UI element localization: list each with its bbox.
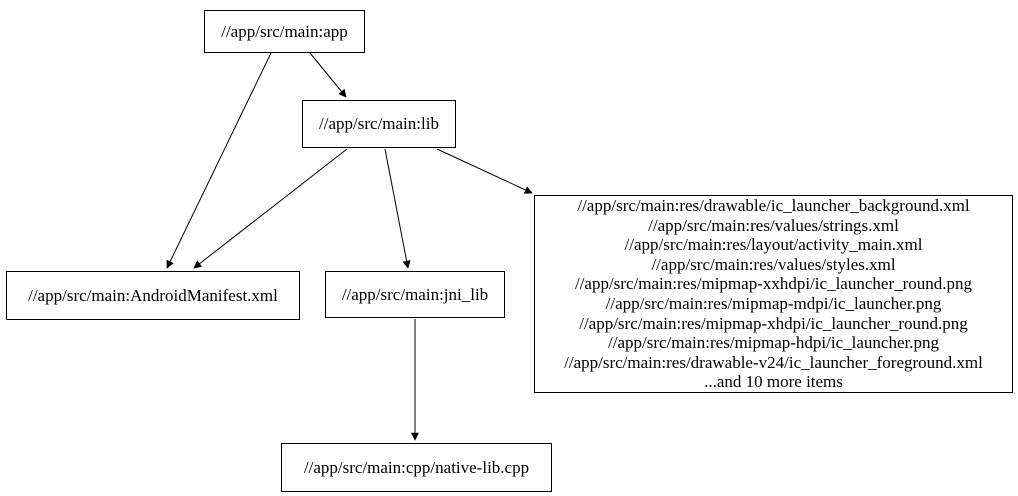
- node-lib: //app/src/main:lib: [302, 100, 456, 148]
- node-app: //app/src/main:app: [204, 10, 365, 53]
- edge-lib-to-manifest: [193, 148, 348, 269]
- resource-item: //app/src/main:res/values/styles.xml: [651, 254, 896, 274]
- resource-item: //app/src/main:res/mipmap-xxhdpi/ic_laun…: [574, 274, 973, 294]
- edge-app-to-manifest: [166, 52, 272, 269]
- node-resources: //app/src/main:res/drawable/ic_launcher_…: [534, 195, 1013, 393]
- resource-more-items: ...and 10 more items: [704, 372, 843, 392]
- node-android-manifest-label: //app/src/main:AndroidManifest.xml: [28, 285, 278, 305]
- resource-item: //app/src/main:res/drawable-v24/ic_launc…: [564, 352, 983, 372]
- node-android-manifest: //app/src/main:AndroidManifest.xml: [6, 271, 300, 320]
- node-app-label: //app/src/main:app: [221, 21, 348, 41]
- node-native-lib-label: //app/src/main:cpp/native-lib.cpp: [303, 457, 530, 477]
- node-lib-label: //app/src/main:lib: [319, 114, 439, 133]
- resource-item: //app/src/main:res/drawable/ic_launcher_…: [577, 196, 970, 216]
- node-native-lib: //app/src/main:cpp/native-lib.cpp: [281, 443, 552, 492]
- node-jni-lib-label: //app/src/main:jni_lib: [341, 284, 489, 304]
- resource-item: //app/src/main:res/mipmap-mdpi/ic_launch…: [605, 294, 942, 313]
- edge-app-to-lib: [309, 52, 347, 98]
- edge-lib-to-resources: [436, 148, 533, 194]
- resource-item: //app/src/main:res/mipmap-hdpi/ic_launch…: [608, 333, 939, 353]
- resource-item: //app/src/main:res/values/strings.xml: [648, 215, 899, 235]
- resource-item: //app/src/main:res/mipmap-xhdpi/ic_launc…: [579, 313, 968, 333]
- edge-lib-to-jni-lib: [384, 148, 411, 269]
- resource-item: //app/src/main:res/layout/activity_main.…: [624, 235, 923, 255]
- node-jni-lib: //app/src/main:jni_lib: [325, 271, 505, 318]
